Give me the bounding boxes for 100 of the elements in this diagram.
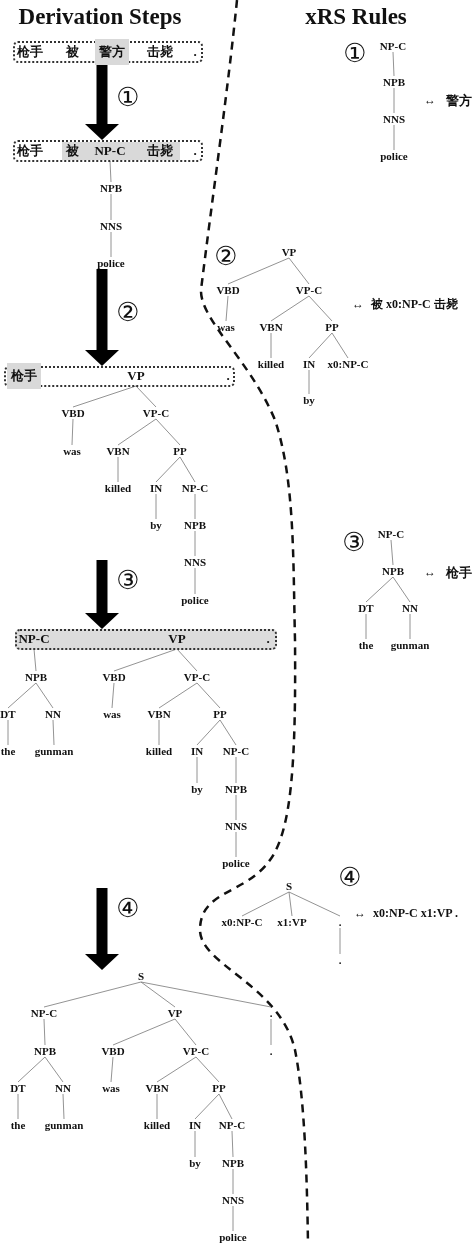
tree-branch xyxy=(194,1093,220,1120)
tree-branch xyxy=(365,576,394,603)
tree-branch xyxy=(409,613,411,640)
tree-branch xyxy=(44,1056,64,1083)
tree-branch xyxy=(135,385,157,408)
tree-branch xyxy=(241,891,290,917)
tree-branch xyxy=(339,927,341,955)
word-token: VP xyxy=(167,629,187,649)
tree-label: by xyxy=(303,394,315,406)
derivation-arrow xyxy=(85,560,119,629)
tree-label: VBD xyxy=(101,1045,125,1057)
tree-label: VBN xyxy=(145,1082,169,1094)
tree-branch xyxy=(140,981,176,1008)
tree-branch xyxy=(194,567,196,595)
tree-branch xyxy=(288,891,293,917)
tree-label: NP-C xyxy=(222,745,250,757)
tree-label: DT xyxy=(358,602,374,614)
tree-branch xyxy=(270,295,310,322)
word-token: 被 xyxy=(64,140,80,162)
tree-label: NP-C xyxy=(181,482,209,494)
tree-branch xyxy=(117,418,157,446)
tree-branch xyxy=(218,1093,233,1120)
tree-label: by xyxy=(191,783,203,795)
tree-branch xyxy=(393,124,395,151)
tree-label: NPB xyxy=(100,182,122,194)
target-string: 被 x0:NP-C 击毙 xyxy=(371,298,458,310)
tree-label: the xyxy=(0,745,16,757)
tree-label: PP xyxy=(212,1082,226,1094)
tree-label: . xyxy=(338,916,342,928)
tree-label: killed xyxy=(143,1119,171,1131)
tree-label: VP-C xyxy=(182,1045,210,1057)
tree-label: NNS xyxy=(222,1194,244,1206)
tree-label: S xyxy=(285,880,293,892)
tree-branch xyxy=(113,648,178,672)
tree-label: NNS xyxy=(184,556,206,568)
tree-label: VBD xyxy=(102,671,126,683)
tree-label: VP-C xyxy=(142,407,170,419)
tree-branch xyxy=(33,648,37,672)
tree-label: VBN xyxy=(147,708,171,720)
tree-label: IN xyxy=(149,482,163,494)
tree-branch xyxy=(270,332,272,359)
tree-label: was xyxy=(63,445,81,457)
tree-branch xyxy=(155,456,181,483)
tree-branch xyxy=(158,682,198,709)
word-token: VP xyxy=(126,366,146,386)
step-number: ③ xyxy=(116,567,140,593)
tree-branch xyxy=(392,576,411,603)
correspondence-sign: ↔ xyxy=(352,298,364,310)
tree-branch xyxy=(232,1168,234,1195)
tree-label: NN xyxy=(402,602,418,614)
tree-label: DT xyxy=(0,708,16,720)
tree-branch xyxy=(7,719,9,746)
tree-label: x1:VP xyxy=(277,916,307,928)
tree-label: NPB xyxy=(222,1157,244,1169)
word-token: 枪手 xyxy=(16,140,44,162)
tree-branch xyxy=(62,1093,65,1120)
tree-branch xyxy=(232,1205,234,1232)
word-token: . xyxy=(225,366,231,386)
tree-label: PP xyxy=(325,321,339,333)
tree-branch xyxy=(43,1018,46,1046)
tree-branch xyxy=(156,1093,158,1120)
word-token: NP-C xyxy=(93,141,127,161)
tree-branch xyxy=(194,530,196,557)
tree-branch xyxy=(158,719,160,746)
rule-number: ② xyxy=(214,243,238,269)
word-token: . xyxy=(265,629,271,649)
tree-label: killed xyxy=(104,482,132,494)
tree-branch xyxy=(117,456,119,483)
tree-branch xyxy=(52,719,55,746)
word-token: 击毙 xyxy=(146,41,174,63)
step-number: ④ xyxy=(116,895,140,921)
tree-label: NPB xyxy=(383,76,405,88)
tree-label: VP-C xyxy=(183,671,211,683)
tree-branch xyxy=(71,418,74,446)
correspondence-sign: ↔ xyxy=(424,566,436,578)
tree-branch xyxy=(174,1018,197,1046)
tree-label: NP-C xyxy=(30,1007,58,1019)
sentence-box xyxy=(15,629,277,650)
tree-label: . xyxy=(338,954,342,966)
derivation-arrow xyxy=(85,888,119,970)
tree-label: NPB xyxy=(184,519,206,531)
correspondence-sign: ↔ xyxy=(354,907,366,919)
tree-label: DT xyxy=(10,1082,26,1094)
tree-label: gunman xyxy=(390,639,430,651)
tree-branch xyxy=(155,493,157,520)
tree-branch xyxy=(140,981,272,1008)
tree-branch xyxy=(235,756,237,784)
tree-label: NPB xyxy=(25,671,47,683)
tree-label: police xyxy=(380,150,408,162)
rule-number: ① xyxy=(343,40,367,66)
tree-label: police xyxy=(222,857,250,869)
word-token: 被 xyxy=(64,41,80,63)
target-string: x0:NP-C x1:VP . xyxy=(373,907,458,919)
tree-branch xyxy=(365,613,367,640)
tree-label: NPB xyxy=(34,1045,56,1057)
tree-branch xyxy=(235,794,237,821)
tree-label: police xyxy=(97,257,125,269)
tree-branch xyxy=(235,831,237,858)
word-token: 枪手 xyxy=(7,363,41,389)
tree-label: IN xyxy=(190,745,204,757)
